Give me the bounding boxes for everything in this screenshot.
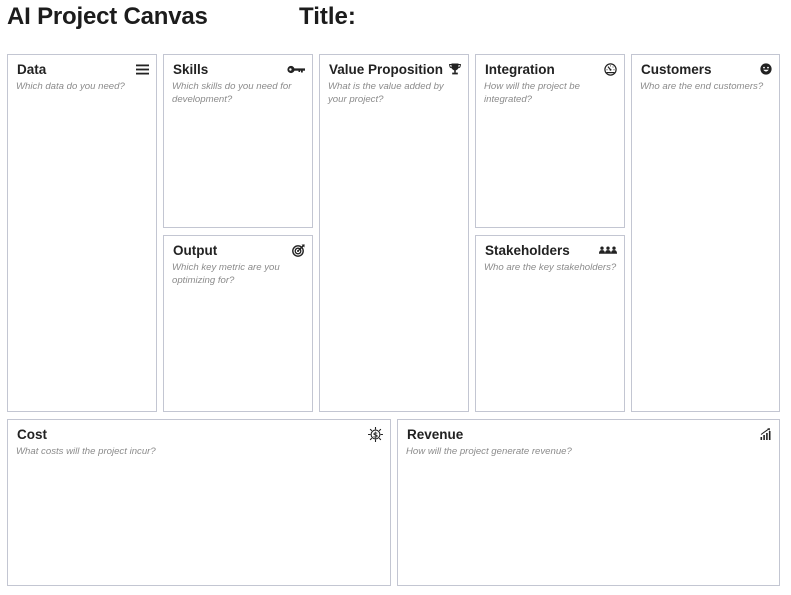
block-title: Skills (173, 62, 209, 77)
block-hint: What is the value added by your project? (328, 81, 444, 105)
block-title: Value Proposition (329, 62, 444, 77)
block-header: Integration (485, 61, 617, 79)
block-header: Skills (173, 61, 305, 79)
menu-lines-icon (131, 61, 149, 77)
block-title: Cost (17, 427, 47, 442)
block-hint: Which skills do you need for development… (172, 81, 292, 105)
page-header: AI Project Canvas Title: (7, 1, 787, 35)
block-header: Stakeholders (485, 242, 617, 260)
block-hint: How will the project be integrated? (484, 81, 580, 105)
block-hint: How will the project generate revenue? (406, 446, 572, 457)
dashboard-icon (599, 61, 617, 77)
title-label: Title: (299, 3, 356, 30)
dollar-sun-icon: $ (365, 426, 383, 442)
block-header: Revenue (407, 426, 772, 444)
people-icon (599, 242, 617, 258)
block-header: Output (173, 242, 305, 260)
block-title: Revenue (407, 427, 464, 442)
trophy-icon (443, 61, 461, 77)
block-header: Data (17, 61, 149, 79)
block-header: Customers (641, 61, 772, 79)
key-icon (287, 61, 305, 77)
target-icon (287, 242, 305, 258)
block-skills[interactable]: Skills Which skills do you need for deve… (163, 54, 313, 228)
block-integration[interactable]: Integration How will the project be inte… (475, 54, 625, 228)
block-title: Data (17, 62, 47, 77)
block-hint: What costs will the project incur? (16, 446, 156, 457)
growth-bars-icon (754, 426, 772, 442)
block-value-proposition[interactable]: Value Proposition What is the value adde… (319, 54, 469, 412)
block-header: Cost $ (17, 426, 383, 444)
page-title: AI Project Canvas (7, 3, 208, 30)
block-revenue[interactable]: Revenue How will the project generate re… (397, 419, 780, 586)
block-hint: Who are the key stakeholders? (484, 262, 617, 273)
block-hint: Which key metric are you optimizing for? (172, 262, 280, 286)
svg-text:$: $ (373, 430, 378, 439)
block-title: Stakeholders (485, 243, 570, 258)
block-customers[interactable]: Customers Who are the end customers? (631, 54, 780, 412)
smiley-icon (754, 61, 772, 77)
block-hint: Which data do you need? (16, 81, 125, 92)
block-title: Integration (485, 62, 555, 77)
block-data[interactable]: Data Which data do you need? (7, 54, 157, 412)
block-title: Output (173, 243, 218, 258)
block-hint: Who are the end customers? (640, 81, 764, 92)
block-stakeholders[interactable]: Stakeholders Who are the key stakeholder… (475, 235, 625, 412)
block-output[interactable]: Output Which key metric are you optimizi… (163, 235, 313, 412)
block-header: Value Proposition (329, 61, 461, 79)
block-title: Customers (641, 62, 712, 77)
block-cost[interactable]: Cost $ What costs will the project incur… (7, 419, 391, 586)
